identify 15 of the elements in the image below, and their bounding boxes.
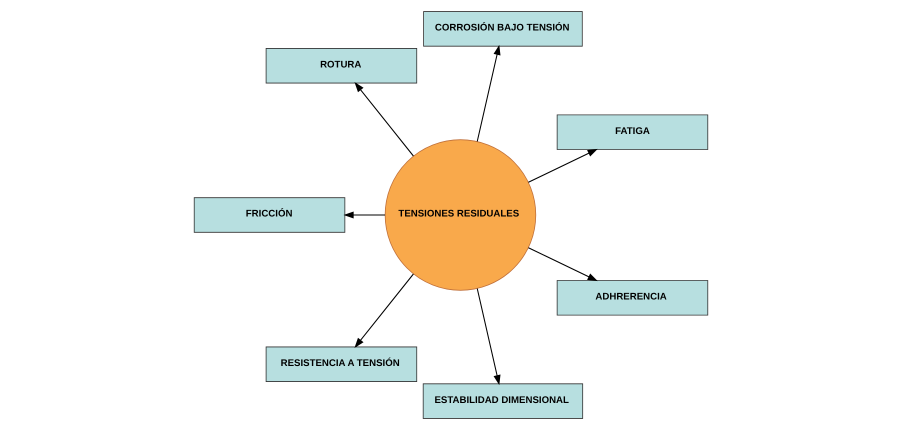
node-box: ROTURA (266, 48, 418, 84)
arrow (354, 82, 414, 156)
arrow (528, 247, 598, 282)
node-box: ADHRERENCIA (556, 280, 708, 316)
node-box: RESISTENCIA A TENSIÓN (266, 346, 418, 382)
node-box: FATIGA (556, 114, 708, 150)
node-box: ESTABILIDAD DIMENSIONAL (422, 383, 584, 419)
arrow (354, 274, 414, 348)
node-box: CORROSIÓN BAJO TENSIÓN (423, 11, 583, 47)
node-box: FRICCIÓN (194, 197, 346, 233)
node-circle: TENSIONES RESIDUALES (384, 139, 536, 291)
arrow (528, 148, 598, 183)
arrow (476, 44, 500, 142)
arrow (476, 288, 500, 386)
arrow (343, 211, 385, 219)
